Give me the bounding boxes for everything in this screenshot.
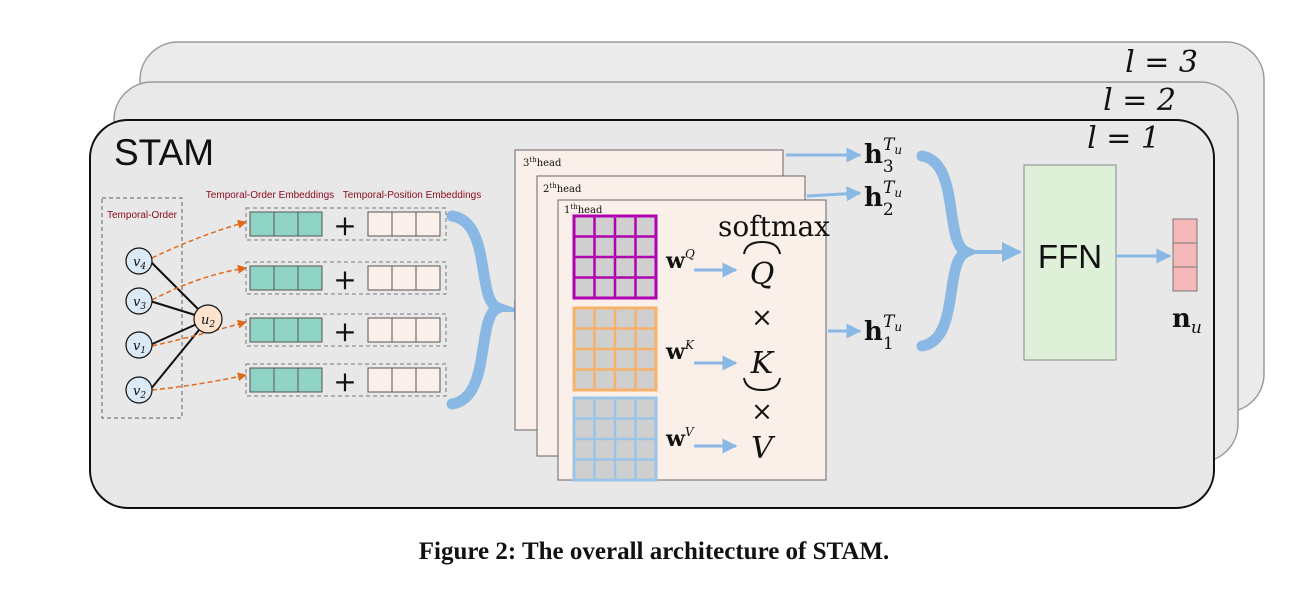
head-3-label: 3thhead bbox=[523, 156, 562, 169]
temporal-order-embeddings-label: Temporal-Order Embeddings bbox=[206, 190, 334, 201]
svg-text:u2: u2 bbox=[201, 313, 215, 330]
svg-text:+: + bbox=[333, 365, 356, 398]
node-u2: u2 bbox=[193, 304, 223, 334]
query-weight-matrix bbox=[572, 214, 658, 300]
svg-text:v4: v4 bbox=[133, 255, 146, 272]
embedding-row-3: + bbox=[245, 313, 447, 348]
h3-output: h3Tu bbox=[864, 135, 902, 177]
softmax-label: softmax bbox=[718, 210, 830, 243]
value-weight-matrix bbox=[572, 396, 658, 482]
softmax-overbrace bbox=[743, 240, 781, 255]
ffn-label: FFN bbox=[1038, 238, 1102, 275]
wk-label: wK bbox=[665, 338, 695, 365]
temporal-position-embeddings-label: Temporal-Position Embeddings bbox=[343, 190, 481, 201]
matrix-border bbox=[572, 306, 658, 392]
node-v4: v4 bbox=[125, 247, 153, 275]
node-v3: v3 bbox=[125, 287, 153, 315]
k-symbol: K bbox=[750, 346, 775, 381]
ffn-block bbox=[1023, 164, 1117, 361]
times-2: × bbox=[751, 397, 773, 427]
h2-output: h2Tu bbox=[864, 178, 902, 220]
k-underbrace bbox=[743, 377, 781, 392]
svg-text:+: + bbox=[333, 209, 356, 242]
svg-text:v3: v3 bbox=[133, 295, 146, 312]
svg-text:+: + bbox=[333, 315, 356, 348]
node-v2: v2 bbox=[125, 376, 153, 404]
key-weight-matrix bbox=[572, 306, 658, 392]
matrix-border bbox=[572, 214, 658, 300]
nu-output: nu bbox=[1172, 304, 1202, 338]
head-2-label: 2thhead bbox=[543, 182, 582, 195]
block-title: STAM bbox=[114, 132, 214, 173]
head-merge-brace bbox=[916, 150, 980, 352]
embedding-merge-brace bbox=[446, 210, 514, 410]
matrix-border bbox=[572, 396, 658, 482]
temporal-order-label: Temporal-Order bbox=[107, 210, 178, 221]
embedding-row-2: + bbox=[245, 261, 447, 296]
embedding-links bbox=[151, 219, 247, 391]
h1-output: h1Tu bbox=[864, 312, 902, 354]
times-1: × bbox=[751, 303, 773, 333]
embedding-row-4: + bbox=[245, 363, 447, 398]
layer-3-label: l = 3 bbox=[1125, 45, 1198, 80]
q-symbol: Q bbox=[750, 257, 775, 292]
wv-label: wV bbox=[665, 425, 695, 452]
v-symbol: V bbox=[751, 431, 776, 466]
figure-caption: Figure 2: The overall architecture of ST… bbox=[418, 538, 890, 565]
svg-text:+: + bbox=[333, 263, 356, 296]
head-1-label: 1thhead bbox=[564, 203, 603, 216]
layer-1-label: l = 1 bbox=[1087, 121, 1160, 156]
svg-text:v2: v2 bbox=[133, 384, 146, 401]
head2-output-arrow bbox=[806, 186, 862, 202]
svg-text:v1: v1 bbox=[133, 339, 146, 356]
temporal-order-box bbox=[101, 197, 183, 419]
embedding-row-1: + bbox=[245, 207, 447, 242]
wq-label: wQ bbox=[665, 247, 695, 274]
layer-2-label: l = 2 bbox=[1103, 83, 1176, 118]
output-vector bbox=[1172, 218, 1198, 292]
node-v1: v1 bbox=[125, 331, 153, 359]
